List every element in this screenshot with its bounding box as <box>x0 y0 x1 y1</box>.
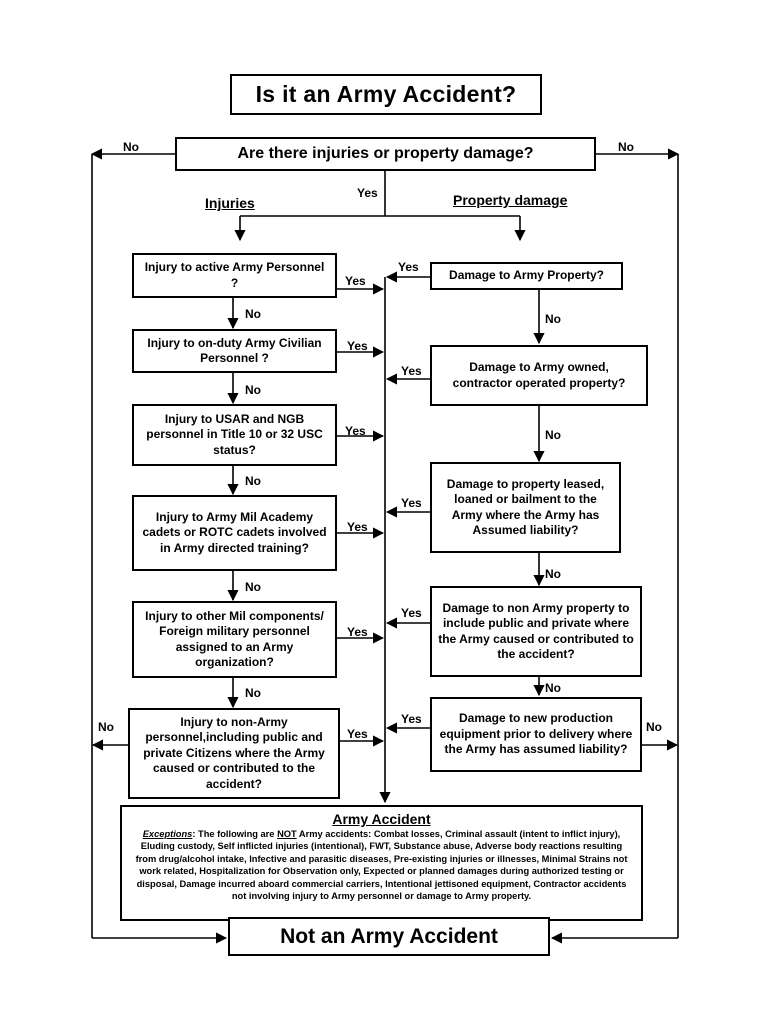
no-label-injury-2: No <box>245 383 261 397</box>
injury-step-other-mil: Injury to other Mil components/ Foreign … <box>132 601 337 678</box>
no-label-property-1: No <box>545 312 561 326</box>
no-label-top-right: No <box>618 140 634 154</box>
exceptions-lead: : The following are <box>192 829 278 839</box>
question-box: Are there injuries or property damage? <box>175 137 596 171</box>
yes-label-injury-5: Yes <box>347 625 368 639</box>
property-step-new-production: Damage to new production equipment prior… <box>430 697 642 772</box>
no-label-injury-4: No <box>245 580 261 594</box>
yes-label-injury-4: Yes <box>347 520 368 534</box>
army-accident-title: Army Accident <box>332 811 431 827</box>
yes-label-injury-2: Yes <box>347 339 368 353</box>
yes-label-injury-1: Yes <box>345 274 366 288</box>
exceptions-not: NOT <box>277 829 297 839</box>
injury-step-active-army: Injury to active Army Personnel ? <box>132 253 337 298</box>
property-damage-header: Property damage <box>453 192 568 208</box>
property-step-contractor-operated: Damage to Army owned, contractor operate… <box>430 345 648 406</box>
injury-step-civilian: Injury to on-duty Army Civilian Personne… <box>132 329 337 373</box>
yes-label-question: Yes <box>357 186 378 200</box>
exceptions-list: Army accidents: Combat losses, Criminal … <box>135 829 628 902</box>
yes-label-property-2: Yes <box>401 364 422 378</box>
no-label-property-3: No <box>545 567 561 581</box>
exceptions-text: Exceptions: The following are NOT Army a… <box>130 828 633 902</box>
no-label-injury-6: No <box>98 720 114 734</box>
yes-label-property-1: Yes <box>398 260 419 274</box>
army-accident-box: Army Accident Exceptions: The following … <box>120 805 643 921</box>
yes-label-injury-3: Yes <box>345 424 366 438</box>
no-label-injury-3: No <box>245 474 261 488</box>
no-label-property-4: No <box>545 681 561 695</box>
no-label-top-left: No <box>123 140 139 154</box>
no-label-injury-5: No <box>245 686 261 700</box>
yes-label-property-5: Yes <box>401 712 422 726</box>
injury-step-cadets: Injury to Army Mil Academy cadets or ROT… <box>132 495 337 571</box>
page-title: Is it an Army Accident? <box>230 74 542 115</box>
yes-label-injury-6: Yes <box>347 727 368 741</box>
no-label-injury-1: No <box>245 307 261 321</box>
property-step-army-property: Damage to Army Property? <box>430 262 623 290</box>
no-label-property-5: No <box>646 720 662 734</box>
property-step-leased-loaned: Damage to property leased, loaned or bai… <box>430 462 621 553</box>
not-army-accident-box: Not an Army Accident <box>228 917 550 956</box>
no-label-property-2: No <box>545 428 561 442</box>
injury-step-usar-ngb: Injury to USAR and NGB personnel in Titl… <box>132 404 337 466</box>
yes-label-property-3: Yes <box>401 496 422 510</box>
exceptions-label: Exceptions <box>142 829 193 839</box>
yes-label-property-4: Yes <box>401 606 422 620</box>
injury-step-non-army: Injury to non-Army personnel,including p… <box>128 708 340 799</box>
property-step-non-army: Damage to non Army property to include p… <box>430 586 642 677</box>
injuries-header: Injuries <box>205 195 255 211</box>
